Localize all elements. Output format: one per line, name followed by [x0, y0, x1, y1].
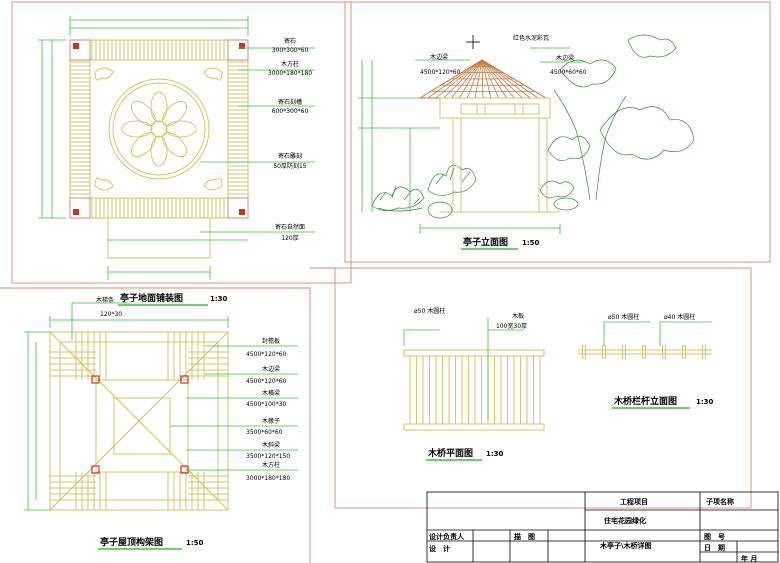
railing-elevation: ø50 木圆柱 ø40 木圆柱 木桥栏杆立面图 1:30: [578, 313, 714, 409]
railing-scale: 1:30: [696, 398, 714, 406]
roof-frame-plan: 木梯条 120*30 封檐板 4500*120*60 木边梁 4500*120*…: [24, 296, 298, 550]
railing-note-name: ø50 木圆柱: [608, 313, 639, 321]
corner-ornament: [203, 177, 223, 191]
railing-note-name: ø40 木圆柱: [664, 313, 695, 321]
bridge-plan: ø50 木圆柱 木板 100宽30厚 木桥平面图 1:30: [403, 307, 545, 461]
tb-year-month-label: 年 月: [741, 554, 757, 563]
roof-note-name: 木方柱: [262, 461, 280, 469]
bridge-note-name: 木板: [512, 312, 524, 320]
roof-note-name: 木横梁: [262, 389, 280, 397]
column-marker: [73, 43, 79, 49]
post-right: [538, 117, 548, 213]
post-marker: [91, 465, 100, 474]
elev-note-name: 木边梁: [556, 54, 574, 62]
tb-draw-label: 描 图: [514, 532, 535, 541]
roof-outline: [49, 331, 229, 511]
tb-drawing-no-label: 图 号: [704, 532, 725, 541]
plan-note-size: 50厚防刻15: [273, 162, 306, 170]
post-marker: [91, 375, 100, 384]
frame-elevation: [344, 1, 771, 263]
roof-note-name: 封檐板: [262, 337, 280, 345]
frame-roof: [0, 287, 311, 563]
corner-ornament: [94, 177, 114, 191]
bridge-plan-scale: 1:30: [486, 450, 504, 458]
tb-date-label: 日 期: [704, 543, 725, 552]
shrub-center: [427, 164, 477, 219]
plan-note-size: 120厚: [281, 235, 298, 242]
railing-title: 木桥栏杆立面图: [613, 395, 677, 407]
frame-bridge: [334, 267, 752, 509]
elev-note-size: 4500*60*60: [550, 69, 587, 76]
roof-note-size: 3500*60*60: [246, 429, 283, 436]
tb-project-label: 工程项目: [620, 497, 648, 506]
elevation-scale: 1:50: [522, 239, 540, 247]
roof-note-size: 4500*120*60: [246, 351, 287, 358]
bridge-note-name: ø50 木圆柱: [414, 307, 445, 315]
frame-plan: [11, 1, 352, 284]
tb-project-value: 住宅花园绿化: [604, 516, 646, 525]
elev-note-size: 4500*120*60: [420, 69, 461, 76]
bridge-plan-title: 木桥平面图: [427, 447, 473, 459]
paving-outline: [69, 39, 249, 219]
plan-note-size: 600*300*60: [272, 108, 309, 115]
elevation-title: 亭子立面图: [463, 236, 508, 248]
plan-scale: 1:30: [210, 295, 228, 303]
roof-note-name: 木椽子: [262, 417, 280, 425]
corner-ornament: [203, 67, 223, 81]
plan-note-name: 寄石刻槽: [278, 98, 302, 106]
roof-note-size: 3500*120*150: [246, 453, 290, 460]
plan-notes: 寄石 300*300*60 木方柱 3000*180*180 寄石刻槽 600*…: [118, 37, 312, 306]
tb-design-label: 设 计: [429, 544, 450, 553]
plan-note-name: 木方柱: [281, 60, 299, 68]
elev-note-name: 红色水泥彩瓦: [513, 34, 549, 42]
roof-note-size: 4500*120*60: [246, 378, 287, 385]
column-marker: [239, 209, 245, 215]
roof-note-size: 3000*180*180: [246, 475, 290, 482]
tb-designer-label: 设计负责人: [429, 532, 465, 541]
tree-right: [539, 34, 695, 211]
plan-note-name: 寄石: [284, 37, 296, 45]
elev-note-name: 木边梁: [430, 53, 448, 61]
floor-paving-plan: [38, 16, 315, 280]
plan-note-size: 300*300*60: [272, 47, 309, 54]
bridge-note-size: 100宽30厚: [496, 322, 527, 330]
plan-note-name: 寄石雕刻: [278, 152, 302, 160]
post-marker: [180, 465, 189, 474]
roof-note-name: 木斜梁: [262, 441, 280, 449]
plan-title: 亭子地面铺装图: [120, 292, 183, 304]
post-marker: [180, 375, 189, 384]
roof-top-note-size: 120*30: [100, 311, 122, 318]
shrub-left: [371, 185, 425, 212]
plan-note-name: 寄石自然面: [275, 223, 305, 231]
column-marker: [239, 43, 245, 49]
plan-note-size: 3000*180*180: [268, 70, 312, 77]
roof-title: 亭子屋顶构架图: [100, 536, 163, 548]
column-marker: [73, 209, 79, 215]
title-block: 工程项目 住宅花园绿化 子项名称 木亭子\木桥详图 设计负责人 设 计 描 图 …: [426, 491, 779, 563]
roof-scale: 1:50: [186, 539, 204, 547]
tb-drawing-name: 木亭子\木桥详图: [599, 541, 652, 550]
roof-note-size: 4500*100*30: [246, 401, 287, 408]
roof-top-note-name: 木梯条: [96, 296, 114, 304]
corner-ornament: [94, 67, 114, 81]
roof-note-name: 木边梁: [262, 365, 280, 373]
carved-medallion: [108, 78, 210, 180]
pavilion-elevation: 木边梁 4500*120*60 红色水泥彩瓦 木边梁 4500*60*60 亭子…: [358, 34, 695, 250]
tb-sheet-name-label: 子项名称: [706, 497, 734, 506]
